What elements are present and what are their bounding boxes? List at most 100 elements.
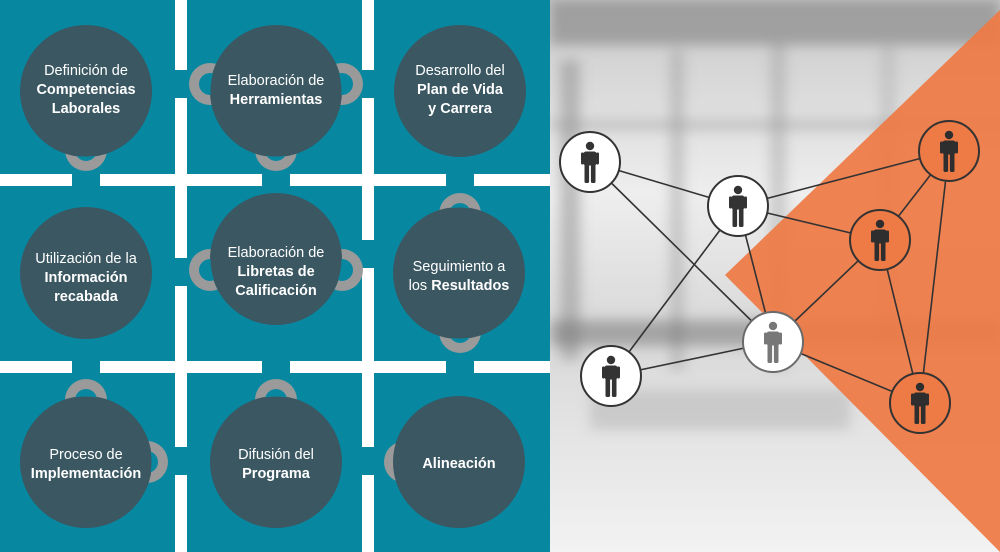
person-icon [943, 153, 949, 172]
step-label-7: Proceso de Implementación [16, 446, 156, 484]
step-label-5: Elaboración de Libretas de Calificación [206, 244, 346, 301]
step-label-9: Alineación [389, 455, 529, 474]
network-edge [919, 150, 950, 404]
puzzle-panel [0, 0, 550, 552]
person-icon [767, 344, 773, 363]
step-label-line: Utilización de la [35, 251, 137, 267]
person-icon [915, 382, 925, 392]
step-label-line: Difusión del [238, 447, 314, 463]
person-icon [944, 130, 954, 140]
person-icon [920, 405, 926, 424]
person-node-n2 [707, 175, 769, 237]
step-label-6: Seguimiento a los Resultados [389, 258, 529, 296]
puzzle-connector [175, 447, 187, 475]
person-icon [584, 164, 590, 183]
step-label-line: Desarrollo del [415, 63, 505, 79]
puzzle-circle-fill [20, 396, 152, 528]
person-icon [942, 140, 956, 155]
puzzle-connector [446, 361, 474, 373]
person-node-n6 [918, 120, 980, 182]
network-edge [610, 205, 739, 377]
puzzle-connector [362, 447, 374, 475]
puzzle-connector [446, 174, 474, 186]
puzzle-circle-fill [210, 396, 342, 528]
puzzle-circle-fill [20, 207, 152, 339]
person-icon [773, 344, 779, 363]
person-icon [581, 152, 584, 165]
puzzle-connector [175, 258, 187, 286]
puzzle-connector [262, 361, 290, 373]
puzzle-circle-fill [393, 396, 525, 528]
network-edge [737, 150, 950, 207]
step-label-line: Proceso de [49, 447, 123, 463]
puzzle-circle-fill [210, 193, 342, 325]
person-icon [604, 365, 618, 380]
person-icon [911, 393, 914, 406]
puzzle-connector [362, 70, 374, 98]
puzzle-connector [72, 361, 100, 373]
person-icon [871, 230, 874, 243]
person-icon [732, 208, 738, 227]
person-icon [738, 208, 744, 227]
step-label-line: Plan de Vida [417, 82, 503, 98]
step-label-line: Laborales [51, 101, 121, 117]
person-icon [914, 405, 920, 424]
person-icon [583, 151, 597, 166]
step-label-line: Elaboración de [227, 73, 325, 89]
step-label-2: Elaboración de Herramientas [206, 72, 346, 110]
person-icon [874, 242, 880, 261]
person-icon [873, 229, 887, 244]
person-icon [590, 164, 596, 183]
step-label-line: Elaboración de [227, 245, 325, 261]
step-label-line: Seguimiento a [412, 259, 506, 275]
person-icon [764, 332, 767, 345]
network-edge [589, 161, 774, 343]
person-node-n4 [580, 345, 642, 407]
person-icon [617, 366, 620, 379]
person-icon [602, 366, 605, 379]
person-icon [766, 331, 780, 346]
person-icon [606, 355, 616, 365]
person-icon [596, 152, 599, 165]
person-node-n3 [742, 311, 804, 373]
person-icon [585, 141, 595, 151]
step-label-line: los Resultados [408, 278, 510, 294]
network-panel [550, 0, 1000, 552]
step-label-line: Herramientas [229, 92, 323, 108]
step-label-line: Implementación [30, 466, 142, 482]
person-icon [611, 378, 617, 397]
person-icon [926, 393, 929, 406]
puzzle-circle-fill [20, 25, 152, 157]
person-icon [733, 185, 743, 195]
step-label-line: Definición de [44, 63, 128, 79]
puzzle-connector [362, 240, 374, 268]
person-icon [949, 153, 955, 172]
step-label-line: Calificación [235, 283, 317, 299]
person-icon [886, 230, 889, 243]
puzzle-connector [175, 70, 187, 98]
puzzle-circle-fill [393, 207, 525, 339]
step-label-line: Programa [242, 466, 310, 482]
step-label-line: y Carrera [428, 101, 492, 117]
person-icon [880, 242, 886, 261]
step-label-line: Competencias [36, 82, 136, 98]
person-node-n7 [889, 372, 951, 434]
step-label-line: Libretas de [237, 264, 315, 280]
puzzle-connector [72, 174, 100, 186]
person-icon [955, 141, 958, 154]
person-icon [744, 196, 747, 209]
person-icon [731, 195, 745, 210]
person-icon [768, 321, 778, 331]
person-node-n1 [559, 131, 621, 193]
person-icon [729, 196, 732, 209]
puzzle-connector [262, 174, 290, 186]
step-label-bold: Resultados [431, 278, 510, 294]
step-label-line: Alineación [422, 456, 496, 472]
person-icon [779, 332, 782, 345]
person-icon [913, 392, 927, 407]
person-icon [940, 141, 943, 154]
